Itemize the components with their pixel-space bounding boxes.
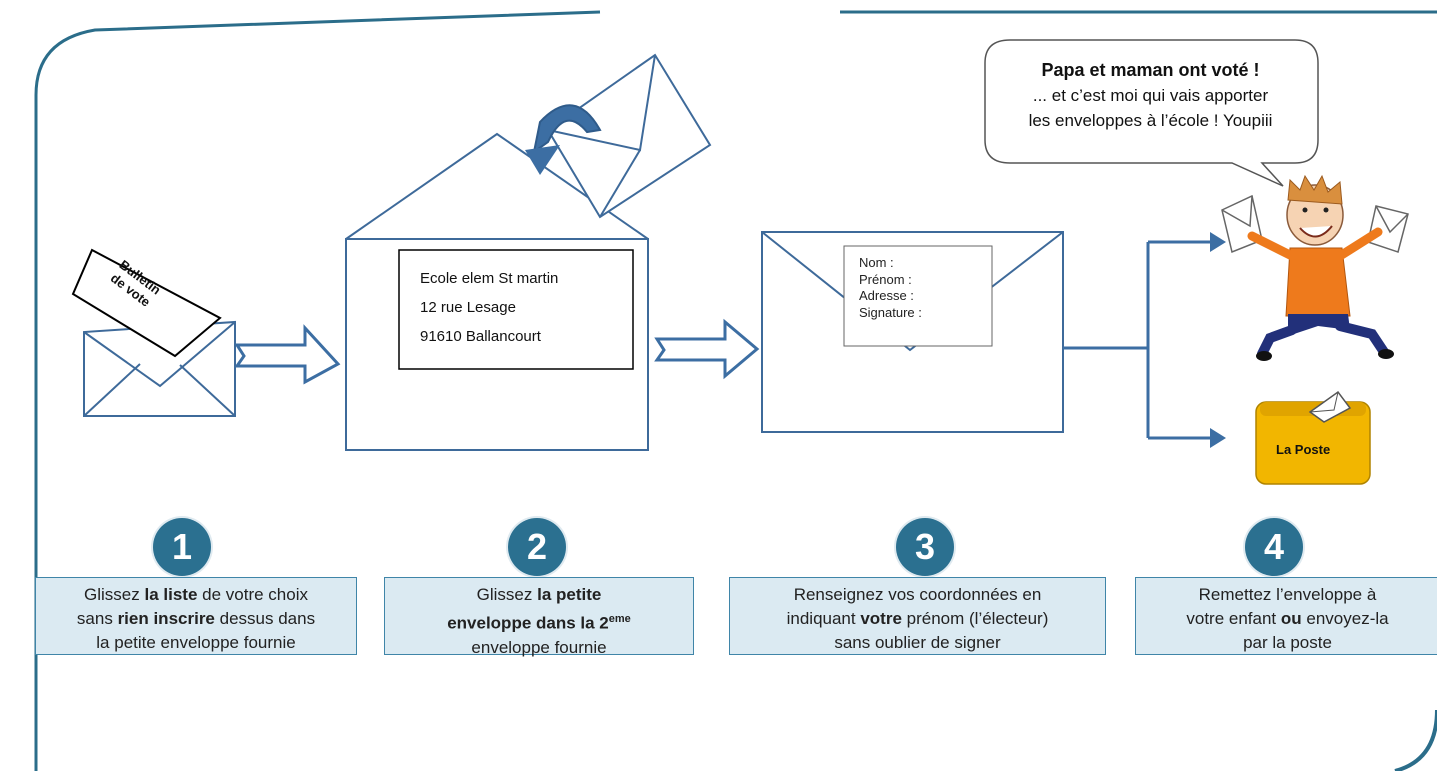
step1-bold-b: rien inscrire bbox=[117, 609, 215, 628]
branch-connector bbox=[1063, 240, 1212, 440]
sender-form-box bbox=[843, 245, 993, 347]
bubble-line-2: ... et c’est moi qui vais apporter bbox=[1032, 86, 1269, 105]
address-line-1: Ecole elem St martin bbox=[420, 270, 559, 287]
mailbox-label: La Poste bbox=[1276, 442, 1331, 457]
form-signature: Signature : bbox=[859, 304, 922, 320]
step2-text-b: enveloppe fournie bbox=[471, 637, 607, 657]
step-number-3: 3 bbox=[896, 518, 954, 576]
step2-bold-a: la petite bbox=[537, 585, 602, 604]
hollow-arrow-1 bbox=[234, 324, 341, 385]
step3-text-c: prénom (l’électeur) bbox=[901, 609, 1049, 628]
bubble-line-1: Papa et maman ont voté ! bbox=[1041, 60, 1260, 80]
outer-frame bbox=[34, 10, 1437, 771]
step-box-3: Renseignez vos coordonnées en indiquant … bbox=[729, 577, 1106, 655]
address-line-2: 12 rue Lesage bbox=[420, 299, 516, 316]
ballot-paper-icon bbox=[71, 248, 222, 358]
step3-text-b: indiquant bbox=[786, 609, 861, 628]
step1-text-b: de votre choix bbox=[197, 585, 308, 604]
small-envelope-icon bbox=[83, 320, 236, 417]
step-number-2: 2 bbox=[508, 518, 566, 576]
form-nom: Nom : bbox=[859, 255, 894, 270]
arrowhead-lower bbox=[1210, 428, 1226, 448]
arrowhead-upper bbox=[1210, 232, 1226, 252]
step3-text-a: Renseignez vos coordonnées en bbox=[793, 585, 1042, 604]
step4-text-d: par la poste bbox=[1243, 633, 1332, 652]
speech-bubble-text: Papa et maman ont voté ! ... et c’est mo… bbox=[988, 58, 1313, 133]
frame-corner bbox=[1394, 709, 1437, 771]
step1-text-a: Glissez bbox=[84, 585, 145, 604]
flying-envelope-icon bbox=[546, 53, 712, 219]
address-text: Ecole elem St martin 12 rue Lesage 91610… bbox=[420, 264, 558, 351]
step-number-1: 1 bbox=[153, 518, 211, 576]
step4-text-a: Remettez l’enveloppe à bbox=[1198, 585, 1377, 604]
step-number-4: 4 bbox=[1245, 518, 1303, 576]
step2-text-a: Glissez bbox=[476, 585, 538, 604]
step1-text-c: sans bbox=[76, 609, 118, 628]
bubble-line-3: les enveloppes à l’école ! Youpiii bbox=[1028, 111, 1273, 130]
address-line-3: 91610 Ballancourt bbox=[420, 328, 541, 345]
step3-text-d: sans oublier de signer bbox=[834, 633, 1001, 652]
child-figure-icon bbox=[1221, 174, 1409, 361]
sealed-envelope-icon bbox=[761, 231, 1064, 433]
step-box-2: Glissez la petite enveloppe dans la 2eme… bbox=[384, 577, 694, 657]
speech-bubble-shape bbox=[984, 39, 1319, 187]
step4-bold: ou bbox=[1280, 609, 1302, 628]
step1-text-e: la petite enveloppe fournie bbox=[96, 633, 296, 652]
address-label-box bbox=[398, 249, 634, 370]
hollow-arrow-2 bbox=[654, 318, 760, 380]
step3-bold: votre bbox=[860, 609, 902, 628]
step2-sup: eme bbox=[608, 613, 631, 625]
step4-text-b: votre enfant bbox=[1186, 609, 1281, 628]
form-adresse: Adresse : bbox=[859, 288, 914, 303]
mailbox-icon bbox=[1255, 390, 1371, 485]
sender-form-text: Nom : Prénom : Adresse : Signature : bbox=[859, 255, 922, 321]
step-box-4: Remettez l’enveloppe à votre enfant ou e… bbox=[1135, 577, 1437, 655]
curved-arrow-icon bbox=[525, 104, 602, 175]
step2-bold-b: enveloppe dans la 2 bbox=[447, 613, 609, 633]
step1-bold-a: la liste bbox=[144, 585, 198, 604]
step4-text-c: envoyez-la bbox=[1301, 609, 1389, 628]
form-prenom: Prénom : bbox=[859, 271, 912, 287]
step1-text-d: dessus dans bbox=[214, 609, 316, 628]
step-box-1: Glissez la liste de votre choix sans rie… bbox=[35, 577, 357, 655]
